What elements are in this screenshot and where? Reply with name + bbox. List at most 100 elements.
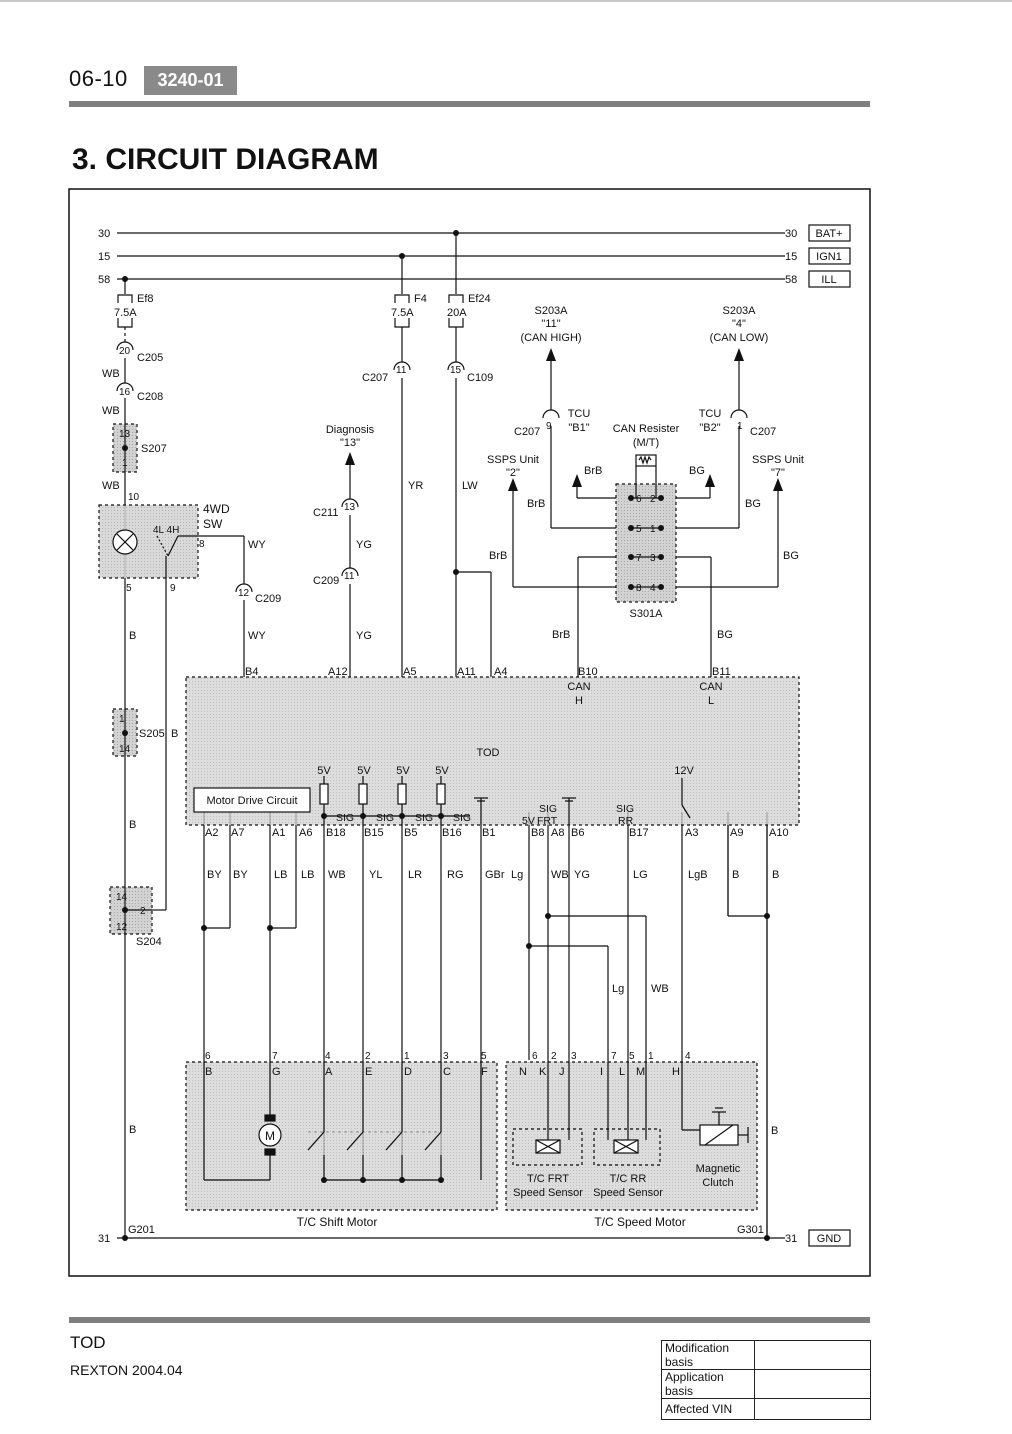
s204-pin-12: 12 bbox=[116, 922, 128, 933]
tod-pin-a10: A10 bbox=[769, 827, 789, 839]
switch-pin-9: 9 bbox=[170, 583, 176, 594]
wire-brb-3: BrB bbox=[489, 550, 507, 562]
tod-pin-a11: A11 bbox=[457, 666, 476, 678]
tag-ign1: IGN1 bbox=[816, 251, 842, 263]
splice-s205: S205 bbox=[139, 728, 165, 740]
splice-s204: S204 bbox=[136, 936, 162, 948]
wire-wy-1: WY bbox=[248, 539, 266, 551]
frt-sensor-1: T/C FRT bbox=[527, 1173, 569, 1185]
wire-b-3: B bbox=[129, 1124, 136, 1136]
tod-pin-b15: B15 bbox=[364, 827, 384, 839]
conn-c209-mid: C209 bbox=[313, 575, 339, 587]
wire-yr: YR bbox=[408, 480, 423, 492]
tod-pin-b18: B18 bbox=[326, 827, 346, 839]
tod-pin-a5: A5 bbox=[403, 666, 416, 678]
shift-pin-4: 4 bbox=[325, 1051, 331, 1062]
rr-sensor-1: T/C RR bbox=[610, 1173, 647, 1185]
footer-title: TOD bbox=[70, 1333, 106, 1352]
rail-58-right: 58 bbox=[785, 274, 797, 286]
wire-bg-4: BG bbox=[717, 629, 733, 641]
shift-motor-label: T/C Shift Motor bbox=[297, 1215, 378, 1229]
tod-pin-a1: A1 bbox=[272, 827, 285, 839]
pin-16: 16 bbox=[119, 387, 131, 398]
pin-20: 20 bbox=[119, 346, 131, 357]
shift-pin-b: B bbox=[205, 1066, 212, 1078]
speed-pin-6: 6 bbox=[532, 1051, 538, 1062]
wire-lg-2: LG bbox=[633, 869, 648, 881]
tod-can-h-1: CAN bbox=[567, 681, 590, 693]
page-title: 3. CIRCUIT DIAGRAM bbox=[72, 143, 379, 176]
tod-sig-rr-1: SIG bbox=[616, 803, 634, 815]
tag-gnd: GND bbox=[817, 1233, 842, 1245]
magnetic-clutch-1: Magnetic bbox=[696, 1163, 741, 1175]
fuse-ef24-rating: 20A bbox=[447, 307, 467, 319]
tod-sig-3: SIG bbox=[415, 812, 433, 824]
switch-4wd-line2: SW bbox=[203, 517, 223, 531]
tod-pin-a6: A6 bbox=[299, 827, 312, 839]
shift-pin-a: A bbox=[325, 1066, 333, 1078]
circuit-diagram: 30 15 58 30 15 58 BAT+ IGN1 ILL 31 31 GN… bbox=[68, 188, 871, 1277]
tod-pin-a12: A12 bbox=[328, 666, 348, 678]
wire-b-right: B bbox=[771, 1125, 778, 1137]
affected-vin-value bbox=[754, 1398, 871, 1420]
shift-pin-3: 3 bbox=[443, 1051, 449, 1062]
tod-pin-a4: A4 bbox=[494, 666, 507, 678]
wire-rg: RG bbox=[447, 869, 464, 881]
speed-pin-k: K bbox=[539, 1066, 547, 1078]
s205-pin-1: 1 bbox=[119, 714, 125, 725]
speed-pin-2: 2 bbox=[551, 1051, 557, 1062]
wire-lg-1: Lg bbox=[511, 869, 523, 881]
wire-wb-1: WB bbox=[102, 368, 120, 380]
ssps-2-2: "2" bbox=[506, 467, 520, 479]
wire-lg-3: Lg bbox=[612, 983, 624, 995]
switch-pin-5: 5 bbox=[126, 583, 132, 594]
tcu-b2-2: "B2" bbox=[699, 422, 720, 434]
ssps-7-2: "7" bbox=[771, 467, 785, 479]
wire-lgb: LgB bbox=[688, 869, 708, 881]
s205-pin-14: 14 bbox=[119, 744, 131, 755]
shift-pin-g: G bbox=[272, 1066, 281, 1078]
conn-c205: C205 bbox=[137, 352, 163, 364]
shift-pin-f: F bbox=[481, 1066, 488, 1078]
s301a-pin-5: 5 bbox=[636, 524, 642, 535]
wire-brb-1: BrB bbox=[584, 465, 602, 477]
ground-31-left: 31 bbox=[98, 1233, 110, 1245]
conn-c209: C209 bbox=[255, 593, 281, 605]
s301a-pin-7: 7 bbox=[636, 553, 642, 564]
motor-drive-circuit: Motor Drive Circuit bbox=[206, 795, 297, 807]
tod-pin-b5: B5 bbox=[404, 827, 417, 839]
diagnosis-pin: "13" bbox=[340, 437, 360, 449]
s203a-low-1: S203A bbox=[722, 305, 756, 317]
conn-c207-left: C207 bbox=[362, 372, 388, 384]
pin-11-c207: 11 bbox=[396, 365, 407, 376]
tod-pin-a7: A7 bbox=[231, 827, 244, 839]
wire-brb-2: BrB bbox=[527, 498, 545, 510]
wire-wy-2: WY bbox=[248, 630, 266, 642]
splice-s301a: S301A bbox=[629, 608, 663, 620]
pin-15-c109: 15 bbox=[450, 365, 462, 376]
pin-13-c211: 13 bbox=[344, 502, 356, 513]
tod-pin-a9: A9 bbox=[730, 827, 743, 839]
conn-c207-can-l: C207 bbox=[750, 426, 776, 438]
rail-15-left: 15 bbox=[98, 251, 110, 263]
can-resister-1: CAN Resister bbox=[613, 423, 680, 435]
wire-yg-1: YG bbox=[356, 539, 372, 551]
tod-5v-2: 5V bbox=[357, 765, 371, 777]
speed-pin-h: H bbox=[672, 1066, 680, 1078]
tod-12v: 12V bbox=[674, 765, 694, 777]
shift-pin-5: 5 bbox=[481, 1051, 487, 1062]
magnetic-clutch-2: Clutch bbox=[702, 1177, 733, 1189]
wire-lw: LW bbox=[462, 480, 478, 492]
wire-b-s205: B bbox=[171, 728, 178, 740]
tod-pin-b4: B4 bbox=[245, 666, 258, 678]
footer-model: REXTON 2004.04 bbox=[70, 1362, 183, 1378]
page-number: 06-10 bbox=[69, 66, 128, 91]
s204-pin-14: 14 bbox=[116, 892, 128, 903]
s207-pin-13: 13 bbox=[119, 429, 131, 440]
table-row: Application basis bbox=[661, 1369, 871, 1399]
s301a-splice bbox=[615, 483, 677, 603]
fuse-f4-rating: 7.5A bbox=[391, 307, 414, 319]
wire-wb-5: WB bbox=[551, 869, 569, 881]
fuse-ef24-name: Ef24 bbox=[468, 293, 491, 305]
tod-sig-2: SIG bbox=[376, 812, 394, 824]
